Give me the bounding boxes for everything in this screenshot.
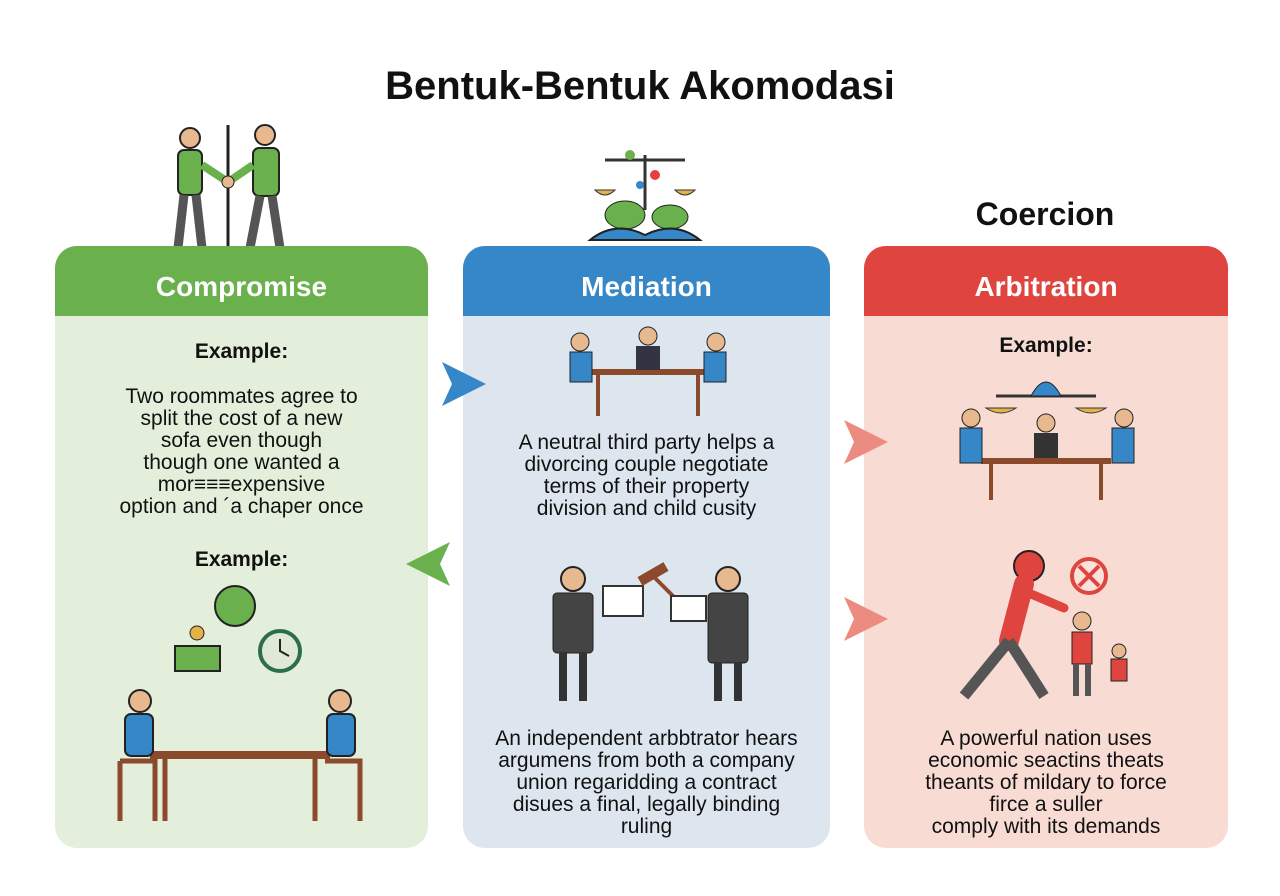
arrow-left-icon [406, 542, 450, 586]
negotiation-table-illustration [117, 689, 363, 821]
mediation-header: Mediation [463, 246, 830, 316]
mediation-meeting-illustration [569, 326, 727, 416]
compromise-header: Compromise [55, 246, 428, 316]
arbitration-header: Arbitration [864, 246, 1228, 316]
coercion-label: Coercion [975, 196, 1115, 232]
arbitration-table-illustration [959, 381, 1135, 500]
arbitration-example-text: An independent arbbtrator hears argumens… [495, 727, 798, 838]
coercion-force-illustration [959, 550, 1128, 700]
example-label: Example: [999, 334, 1093, 357]
compromise-card: Compromise Example: Two roommates agree … [55, 246, 428, 848]
arrow-right-icon [844, 420, 888, 464]
page-title: Bentuk-Bentuk Akomodasi [385, 64, 895, 108]
handshake-illustration [173, 124, 285, 250]
mediation-example-text: A neutral third party helps a divorcing … [518, 431, 775, 520]
arrow-right-icon [844, 597, 888, 641]
compromise-example-text: Two roommates agree to split the cost of… [119, 385, 364, 518]
coercion-example-text: A powerful nation uses economic seactins… [925, 727, 1167, 838]
arrow-right-icon [442, 362, 486, 406]
example-label: Example: [194, 548, 289, 571]
scales-books-illustration [587, 150, 703, 241]
arbitration-card: Arbitration Example: A powerful nation u… [864, 246, 1228, 848]
example-label: Example: [194, 340, 289, 363]
mediation-card: Mediation A neutral third party helps a … [463, 246, 830, 848]
arbitrator-gavel-illustration [552, 562, 749, 701]
clock-desk-icon [174, 585, 302, 673]
